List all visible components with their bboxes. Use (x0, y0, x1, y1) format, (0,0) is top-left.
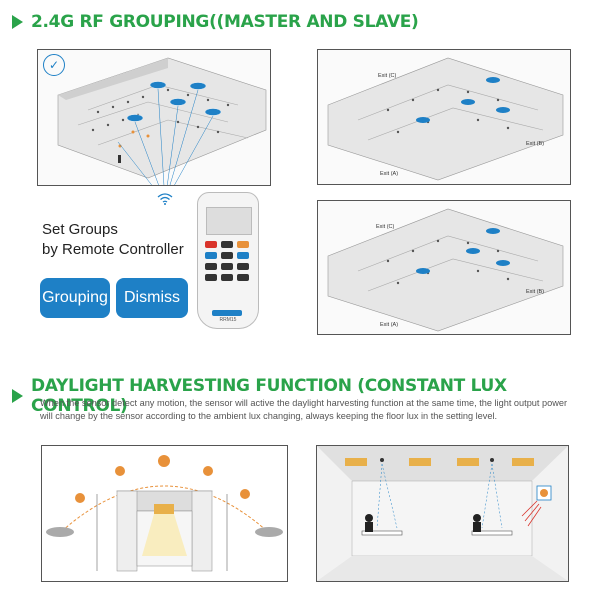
ceiling-light-icon (409, 458, 431, 466)
person-icon (365, 514, 373, 522)
remote-key (237, 274, 249, 281)
exit-b-label: Exit (B) (526, 141, 544, 147)
sensor-icon (490, 458, 494, 462)
lamp-icon (154, 504, 174, 514)
remote-key (205, 252, 217, 259)
remote-key (221, 274, 233, 281)
ceiling-light-icon (345, 458, 367, 466)
sun-icon (158, 455, 170, 467)
sun-icon (203, 466, 213, 476)
set-groups-caption: Set Groups by Remote Controller (42, 220, 184, 260)
remote-key (221, 252, 233, 259)
triangle-bullet-icon (12, 389, 23, 403)
remote-key (212, 310, 242, 316)
office-illustration (317, 446, 568, 581)
remote-key (237, 241, 249, 248)
cloud-icon (255, 527, 283, 537)
triangle-bullet-icon (12, 15, 23, 29)
section-title-rf-grouping: 2.4G RF GROUPING((MASTER AND SLAVE) (12, 12, 419, 32)
ceiling-light-icon (457, 458, 479, 466)
lux-control-diagram-panel (41, 445, 288, 582)
sun-icon (240, 489, 250, 499)
sun-path-illustration (46, 455, 283, 572)
remote-key (205, 274, 217, 281)
exit-a-label: Exit (A) (380, 171, 398, 177)
grouping-button[interactable]: Grouping (40, 278, 110, 318)
exit-c-label: Exit (C) (376, 224, 395, 230)
dismiss-button[interactable]: Dismiss (116, 278, 188, 318)
set-groups-line2: by Remote Controller (42, 241, 184, 258)
remote-key (205, 263, 217, 270)
daylight-harvesting-title: DAYLIGHT HARVESTING FUNCTION (CONSTANT L… (31, 376, 507, 416)
floorplan-exits-panel-top: Exit (C) Exit (B) Exit (A) (317, 49, 571, 185)
sun-icon (540, 489, 548, 497)
checkmark-icon: ✓ (43, 54, 65, 76)
floorplan-illustration (57, 57, 267, 185)
desk-icon (471, 530, 513, 536)
remote-keypad (205, 241, 249, 281)
person-icon (473, 514, 481, 522)
remote-controller: RRM15 (197, 192, 259, 329)
section-title-daylight-harvesting: DAYLIGHT HARVESTING FUNCTION (CONSTANT L… (12, 376, 600, 416)
remote-key (221, 263, 233, 270)
floorplan-exits-panel-bottom: Exit (C) Exit (B) Exit (A) (317, 200, 571, 335)
sensor-icon (380, 458, 384, 462)
daylight-harvesting-description: When the sensor detect any motion, the s… (40, 398, 568, 421)
floorplan-exits-illustration: Exit (C) Exit (B) Exit (A) (327, 208, 564, 332)
remote-display (206, 207, 252, 235)
remote-model-label: RRM15 (219, 317, 237, 323)
remote-key (237, 263, 249, 270)
wireless-signal-icon (157, 193, 173, 205)
exit-b-label: Exit (B) (526, 289, 544, 295)
grouping-floorplan-panel: ✓ (37, 49, 271, 186)
remote-key (237, 252, 249, 259)
exit-a-label: Exit (A) (380, 322, 398, 328)
rf-grouping-title: 2.4G RF GROUPING((MASTER AND SLAVE) (31, 12, 419, 32)
floorplan-exits-illustration: Exit (C) Exit (B) Exit (A) (327, 57, 564, 181)
exit-c-label: Exit (C) (378, 73, 397, 79)
set-groups-line1: Set Groups (42, 221, 118, 238)
sun-icon (115, 466, 125, 476)
remote-key (221, 241, 233, 248)
office-lux-panel (316, 445, 569, 582)
sun-icon (75, 493, 85, 503)
cloud-icon (46, 527, 74, 537)
ceiling-light-icon (512, 458, 534, 466)
remote-power-key (205, 241, 217, 248)
desk-icon (361, 530, 403, 536)
